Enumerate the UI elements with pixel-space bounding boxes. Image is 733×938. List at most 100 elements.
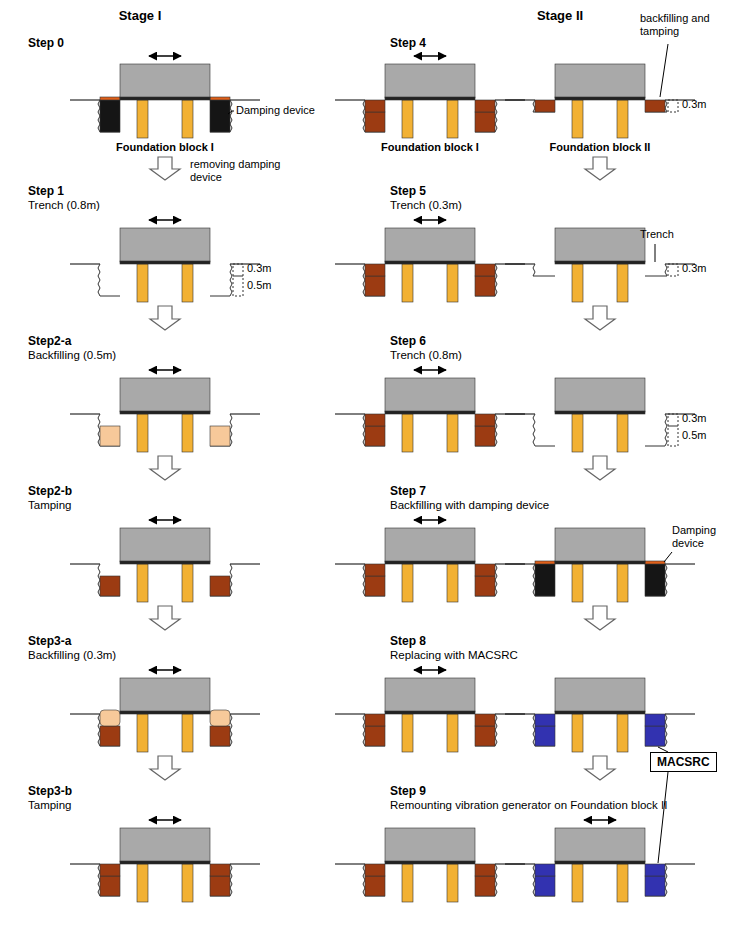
macsrc-fill bbox=[645, 864, 665, 876]
base-slab bbox=[120, 561, 210, 564]
dimension-bracket bbox=[233, 264, 243, 276]
trench-wall bbox=[98, 100, 120, 132]
trench-wall bbox=[363, 714, 385, 746]
base-slab bbox=[555, 411, 645, 414]
trench-wall bbox=[210, 100, 232, 132]
dimension-label: 0.5m bbox=[682, 429, 706, 442]
base-slab bbox=[120, 711, 210, 714]
step-label: Step 1 bbox=[28, 184, 64, 198]
backfill-layer bbox=[365, 714, 385, 726]
step-label: Step 0 bbox=[28, 36, 64, 50]
stage-title: Stage II bbox=[537, 8, 583, 24]
step-label: Step 5 bbox=[390, 184, 426, 198]
ground-line bbox=[335, 864, 365, 865]
callout-label: Trench bbox=[640, 228, 674, 241]
backfill-layer bbox=[100, 576, 120, 596]
ground-line bbox=[505, 100, 535, 101]
dimension-bracket bbox=[668, 426, 678, 446]
pile bbox=[617, 414, 628, 452]
ground-line bbox=[335, 100, 365, 101]
pile bbox=[402, 714, 413, 752]
backfill-layer bbox=[365, 276, 385, 296]
ground-line bbox=[70, 864, 100, 865]
base-slab bbox=[555, 561, 645, 564]
base-slab bbox=[385, 411, 475, 414]
trench-wall bbox=[363, 414, 385, 446]
trench-wall bbox=[645, 564, 667, 596]
backfill-layer bbox=[475, 264, 495, 276]
trench-wall bbox=[363, 100, 385, 132]
backfill-layer bbox=[475, 576, 495, 596]
trench-wall bbox=[475, 564, 497, 596]
backfill-layer bbox=[365, 112, 385, 132]
dimension-label: 0.3m bbox=[682, 412, 706, 425]
foundation-block bbox=[555, 378, 645, 412]
ground-line bbox=[230, 100, 260, 101]
trench-wall bbox=[645, 414, 667, 446]
damping-device-top bbox=[210, 97, 230, 100]
trench-wall bbox=[210, 414, 232, 446]
pile bbox=[617, 864, 628, 902]
pile bbox=[572, 864, 583, 902]
backfill-layer bbox=[210, 576, 230, 596]
trench-wall bbox=[98, 264, 120, 296]
step-arrow bbox=[150, 306, 180, 330]
step-arrow bbox=[585, 606, 615, 630]
pile bbox=[572, 414, 583, 452]
ground-line bbox=[505, 414, 535, 415]
step-note: removing damping device bbox=[190, 158, 285, 184]
pile bbox=[572, 564, 583, 602]
pile bbox=[447, 414, 458, 452]
trench-wall bbox=[533, 714, 555, 746]
vibration-arrow bbox=[149, 55, 181, 57]
loose-backfill bbox=[210, 710, 230, 726]
ground-line bbox=[70, 714, 100, 715]
ground-line bbox=[335, 414, 365, 415]
foundation-block bbox=[120, 228, 210, 262]
foundation-block bbox=[555, 678, 645, 712]
backfill-layer bbox=[100, 876, 120, 896]
callout-text: MACSRC bbox=[657, 755, 710, 769]
foundation-block bbox=[385, 228, 475, 262]
backfill-layer bbox=[475, 726, 495, 746]
base-slab bbox=[555, 261, 645, 264]
damping-device-top bbox=[645, 561, 665, 564]
ground-line bbox=[505, 264, 535, 265]
ground-line bbox=[505, 564, 535, 565]
ground-line bbox=[505, 864, 535, 865]
trench-wall bbox=[363, 864, 385, 896]
pile bbox=[137, 564, 148, 602]
step-arrow bbox=[585, 157, 615, 180]
ground-line bbox=[230, 864, 260, 865]
callout-label: Damping device bbox=[672, 524, 727, 550]
backfill-layer bbox=[475, 714, 495, 726]
leader-line bbox=[660, 44, 668, 97]
trench-wall bbox=[210, 564, 232, 596]
backfill-layer bbox=[475, 414, 495, 426]
trench-wall bbox=[645, 264, 667, 276]
trench-wall bbox=[475, 864, 497, 896]
vibration-arrow bbox=[149, 219, 181, 221]
pile bbox=[182, 714, 193, 752]
damping-device bbox=[645, 564, 665, 596]
block-label: Foundation block I bbox=[116, 141, 214, 154]
trench-wall bbox=[533, 564, 555, 596]
backfill-layer bbox=[365, 264, 385, 276]
trench-wall bbox=[533, 414, 555, 446]
backfill-layer bbox=[535, 876, 555, 896]
vibration-arrow bbox=[414, 219, 446, 221]
step-label: Step2-b bbox=[28, 484, 72, 498]
pile bbox=[402, 100, 413, 138]
base-slab bbox=[555, 711, 645, 714]
backfill-layer bbox=[645, 876, 665, 896]
step-label: Step 7 bbox=[390, 484, 426, 498]
pile bbox=[137, 414, 148, 452]
pile bbox=[402, 864, 413, 902]
trench-wall bbox=[98, 564, 120, 596]
foundation-block bbox=[120, 528, 210, 562]
backfill-layer bbox=[100, 426, 120, 446]
trench-wall bbox=[475, 714, 497, 746]
pile bbox=[402, 264, 413, 302]
block-label: Foundation block I bbox=[381, 141, 479, 154]
backfill-layer bbox=[475, 876, 495, 896]
